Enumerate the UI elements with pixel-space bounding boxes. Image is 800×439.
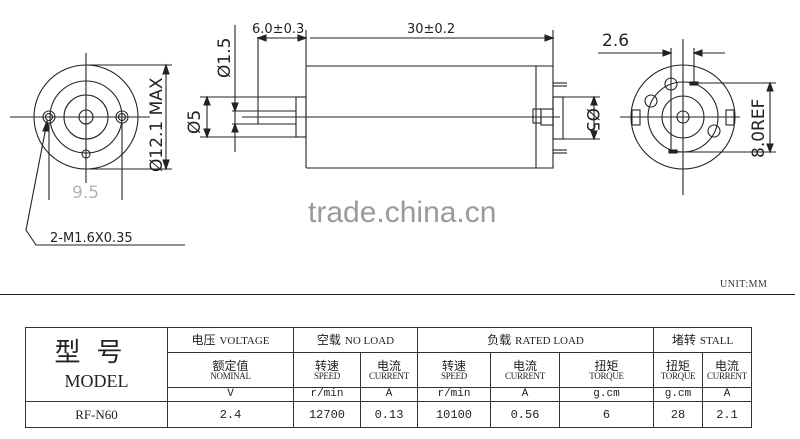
unit-cell: r/min	[417, 387, 491, 402]
boss-diameter-label: Ø5	[185, 110, 205, 134]
unit-cell: g.cm	[653, 387, 703, 402]
unit-cell: V	[167, 387, 294, 402]
value-cell: 28	[653, 401, 703, 428]
unit-label: UNIT:MM	[720, 279, 768, 290]
group-stall: 堵转 STALL	[653, 327, 752, 353]
unit-cell: A	[702, 387, 752, 402]
watermark: trade.china.cn	[308, 196, 496, 229]
model-header-en: MODEL	[64, 370, 129, 391]
side-view	[200, 25, 600, 169]
front-view	[10, 53, 185, 246]
front-pitch-label: 9.5	[72, 183, 99, 203]
thread-callout-label: 2-M1.6X0.35	[50, 231, 133, 246]
model-header-cn: 型号	[54, 337, 139, 368]
shaft-length-label: 6.0±0.3	[252, 22, 304, 37]
rear-view	[598, 39, 776, 195]
group-rated-load: 负载 RATED LOAD	[417, 327, 654, 353]
terminal-span-label: 8.0REF	[749, 99, 769, 158]
unit-cell: r/min	[293, 387, 361, 402]
value-cell: 6	[559, 401, 654, 428]
body-length-label: 30±0.2	[407, 22, 455, 37]
value-cell: 10100	[417, 401, 491, 428]
value-cell: 12700	[293, 401, 361, 428]
spec-table: 型号 MODEL 电压 VOLTAGE 空载 NO LOAD 负载 RATED …	[25, 327, 752, 428]
table-row: RF-N60 2.4 12700 0.13 10100 0.56 6 28 2.…	[25, 401, 752, 428]
group-voltage: 电压 VOLTAGE	[167, 327, 294, 353]
unit-cell: A	[490, 387, 560, 402]
model-cell: RF-N60	[25, 401, 168, 428]
value-cell: 2.1	[702, 401, 752, 428]
unit-cell: g.cm	[559, 387, 654, 402]
shaft-diameter-label: Ø1.5	[215, 38, 235, 78]
rear-offset-label: 2.6	[602, 31, 629, 51]
value-cell: 0.56	[490, 401, 560, 428]
unit-cell: A	[360, 387, 418, 402]
motor-technical-drawing: Ø12.1 MAX 9.5 2-M1.6X0.35 Ø1.5 Ø5 6.0±0.…	[10, 22, 776, 246]
front-diameter-label: Ø12.1 MAX	[147, 77, 167, 172]
divider-line	[0, 294, 795, 295]
rear-boss-diameter-label: Ø5	[582, 108, 602, 132]
value-cell: 2.4	[167, 401, 294, 428]
value-cell: 0.13	[360, 401, 418, 428]
group-no-load: 空载 NO LOAD	[293, 327, 418, 353]
model-header: 型号 MODEL	[25, 327, 168, 402]
